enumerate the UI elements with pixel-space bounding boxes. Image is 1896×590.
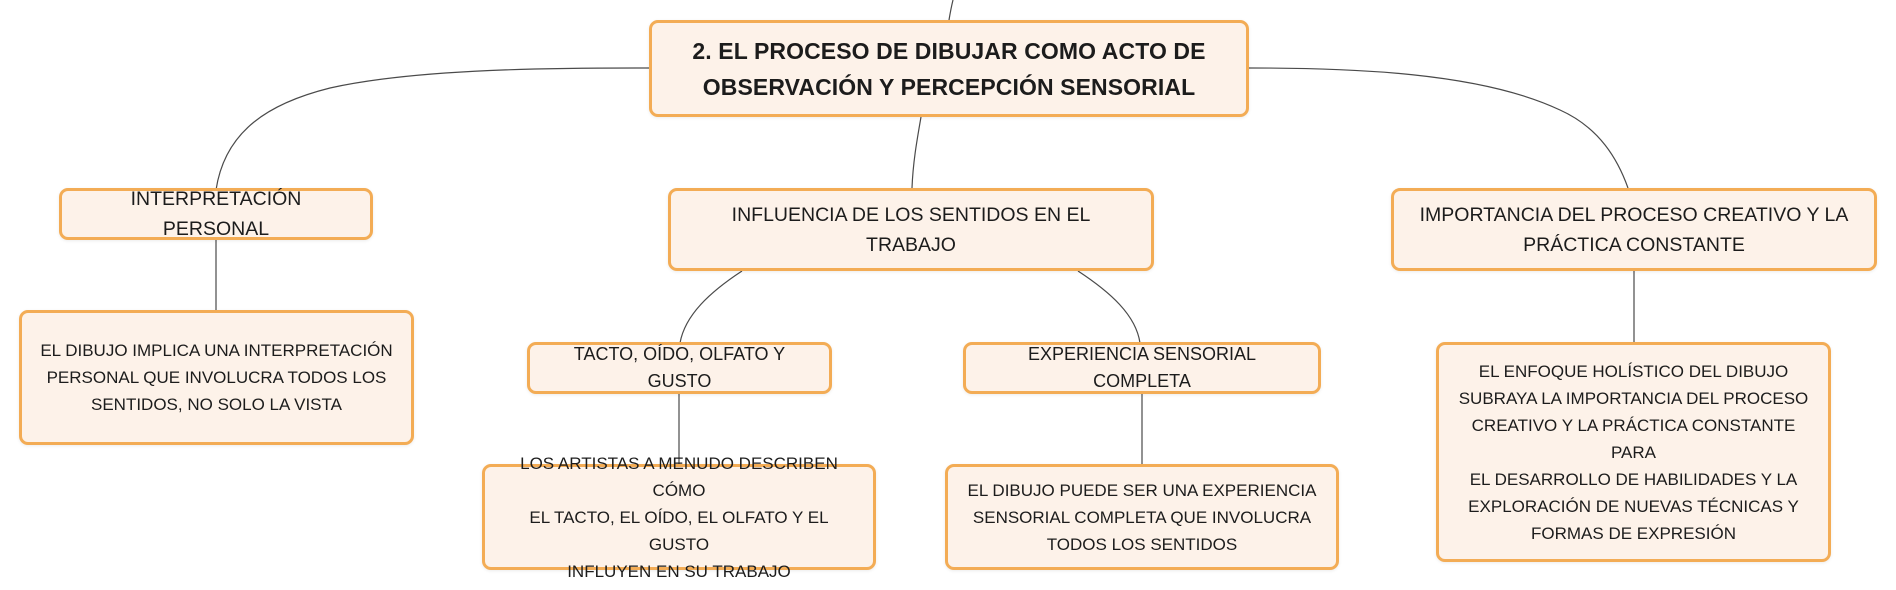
node-experiencia-sensorial[interactable]: EXPERIENCIA SENSORIAL COMPLETA [963, 342, 1321, 394]
connector-root-to-interpretacion [215, 67, 650, 191]
node-importancia-detail[interactable]: EL ENFOQUE HOLÍSTICO DEL DIBUJO SUBRAYA … [1436, 342, 1831, 562]
node-importancia-proceso[interactable]: IMPORTANCIA DEL PROCESO CREATIVO Y LA PR… [1391, 188, 1877, 271]
node-experiencia-sensorial-label: EXPERIENCIA SENSORIAL COMPLETA [1027, 344, 1257, 391]
node-importancia-proceso-label: IMPORTANCIA DEL PROCESO CREATIVO Y LA PR… [1419, 203, 1849, 256]
node-tacto-detail-text: LOS ARTISTAS A MENUDO DESCRIBEN CÓMO EL … [520, 453, 838, 581]
connector-influencia-to-experiencia [1077, 270, 1141, 344]
node-experiencia-detail[interactable]: EL DIBUJO PUEDE SER UNA EXPERIENCIA SENS… [945, 464, 1339, 570]
node-interpretacion-detail-text: EL DIBUJO IMPLICA UNA INTERPRETACIÓN PER… [40, 341, 393, 414]
connector-root-to-influencia [911, 116, 922, 189]
node-interpretacion-personal-label: INTERPRETACIÓN PERSONAL [130, 188, 302, 240]
node-tacto-detail[interactable]: LOS ARTISTAS A MENUDO DESCRIBEN CÓMO EL … [482, 454, 876, 581]
node-tacto-oido[interactable]: TACTO, OÍDO, OLFATO Y GUSTO [527, 342, 832, 394]
root-node-label: 2. EL PROCESO DE DIBUJAR COMO ACTO DE OB… [692, 37, 1206, 100]
node-tacto-oido-label: TACTO, OÍDO, OLFATO Y GUSTO [573, 344, 786, 391]
node-influencia-sentidos[interactable]: INFLUENCIA DE LOS SENTIDOS EN EL TRABAJO [668, 188, 1154, 271]
node-importancia-detail-text: EL ENFOQUE HOLÍSTICO DEL DIBUJO SUBRAYA … [1458, 361, 1809, 543]
connector-parent-to-root [948, 0, 954, 21]
node-experiencia-detail-text: EL DIBUJO PUEDE SER UNA EXPERIENCIA SENS… [967, 480, 1317, 554]
connector-root-to-importancia [1248, 67, 1629, 189]
root-node[interactable]: 2. EL PROCESO DE DIBUJAR COMO ACTO DE OB… [649, 20, 1249, 117]
connector-influencia-to-tacto [679, 270, 743, 344]
node-interpretacion-personal[interactable]: INTERPRETACIÓN PERSONAL [59, 188, 373, 240]
node-interpretacion-detail[interactable]: EL DIBUJO IMPLICA UNA INTERPRETACIÓN PER… [19, 310, 414, 445]
node-influencia-sentidos-label: INFLUENCIA DE LOS SENTIDOS EN EL TRABAJO [731, 203, 1091, 256]
